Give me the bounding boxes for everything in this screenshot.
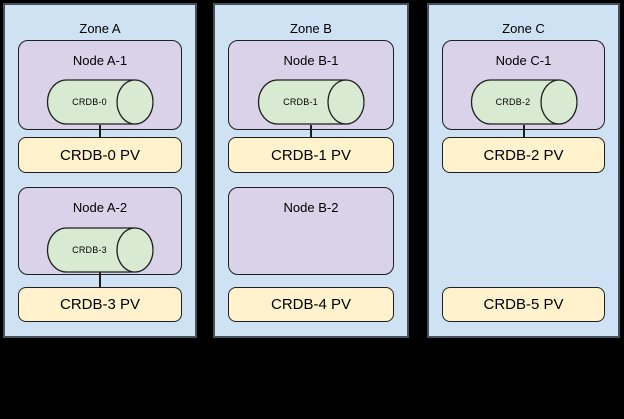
crdb-3-cylinder-icon: CRDB-3 [46,227,154,273]
node-b1-box: Node B-1 CRDB-1 [228,40,394,130]
zone-a-container: Zone A Node A-1 CRDB-0 CRDB-0 PV Node A-… [3,3,197,338]
crdb-2-pv-label: CRDB-2 PV [483,146,564,164]
node-a1-label: Node A-1 [72,53,128,68]
connector-a1-to-pv [99,125,101,138]
connector-b1-to-pv [310,125,312,138]
crdb-2-pv-box: CRDB-2 PV [442,137,605,173]
node-b1-label: Node B-1 [283,53,339,68]
zone-c-title: Zone C [502,21,545,36]
zone-c-container: Zone C Node C-1 CRDB-2 CRDB-2 PV CRDB-5 … [427,3,620,338]
crdb-3-pv-label: CRDB-3 PV [59,296,141,313]
zone-b-container: Zone B Node B-1 CRDB-1 CRDB-1 PV Node B-… [213,3,409,338]
crdb-3-cylinder-label: CRDB-3 [72,245,107,255]
zone-a-title: Zone A [79,21,121,36]
crdb-0-pv-box: CRDB-0 PV [18,137,182,173]
crdb-2-cylinder-label: CRDB-2 [495,97,531,107]
crdb-1-pv-label: CRDB-1 PV [270,146,352,164]
crdb-5-pv-label: CRDB-5 PV [483,296,564,313]
crdb-1-cylinder-icon: CRDB-1 [257,79,365,125]
crdb-1-pv-box: CRDB-1 PV [228,137,394,173]
crdb-4-pv-label: CRDB-4 PV [270,296,352,313]
crdb-1-cylinder-label: CRDB-1 [283,97,318,107]
node-b2-label: Node B-2 [283,200,339,215]
connector-c1-to-pv [522,125,525,138]
node-a2-box: Node A-2 CRDB-3 [18,187,182,275]
crdb-0-cylinder-label: CRDB-0 [72,97,107,107]
crdb-3-pv-box: CRDB-3 PV [18,287,182,322]
crdb-2-cylinder-icon: CRDB-2 [470,79,577,125]
connector-a2-to-pv [99,272,101,287]
crdb-4-pv-box: CRDB-4 PV [228,287,394,322]
zone-b-title: Zone B [290,21,332,36]
crdb-0-pv-label: CRDB-0 PV [59,146,141,164]
node-a1-box: Node A-1 CRDB-0 [18,40,182,130]
node-c1-box: Node C-1 CRDB-2 [442,40,605,130]
crdb-5-pv-box: CRDB-5 PV [442,287,605,322]
node-a2-label: Node A-2 [72,200,128,215]
node-b2-box: Node B-2 [228,187,394,275]
node-c1-label: Node C-1 [495,53,552,68]
crdb-0-cylinder-icon: CRDB-0 [46,79,154,125]
